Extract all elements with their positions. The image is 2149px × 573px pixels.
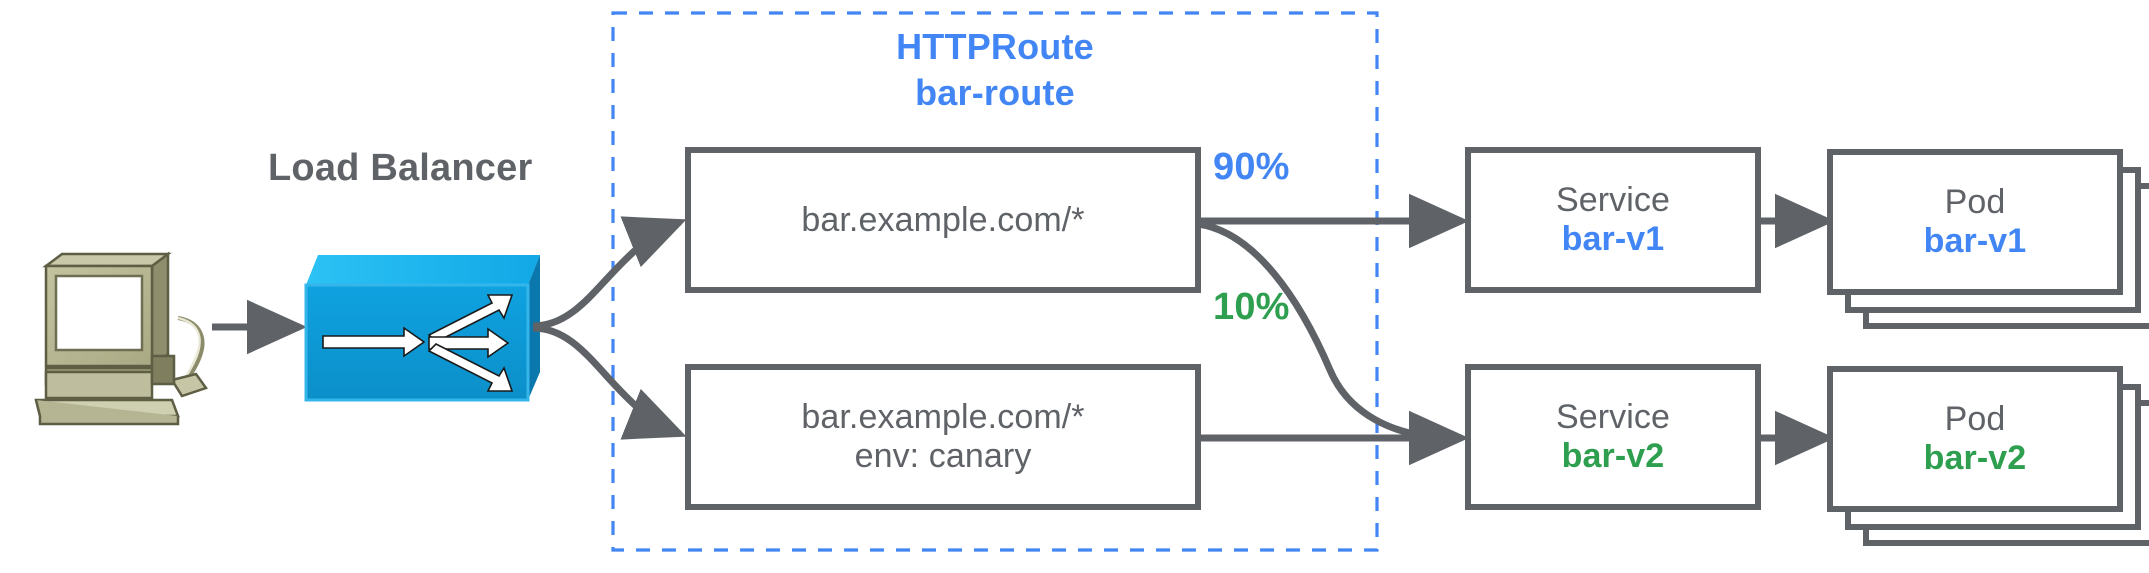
service-bar-v1-box[interactable] xyxy=(1465,147,1761,293)
httproute-name-label: bar-route xyxy=(915,72,1075,113)
load-balancer-label: Load Balancer xyxy=(268,147,533,189)
service-bar-v2-box[interactable] xyxy=(1465,364,1761,510)
edge-rule-to-service-v2-split xyxy=(1197,220,1456,443)
weight-90-label: 90% xyxy=(1213,146,1290,188)
weight-10-label: 10% xyxy=(1213,286,1290,328)
workstation-icon xyxy=(34,251,209,426)
edge-lb-to-rule-primary xyxy=(532,216,687,330)
edge-lb-to-rule-canary xyxy=(532,324,687,440)
pod-bar-v1-stack[interactable] xyxy=(1827,149,2149,329)
load-balancer-switch-icon xyxy=(304,255,540,402)
pod-bar-v2-stack[interactable] xyxy=(1827,366,2149,546)
rule-canary-box[interactable] xyxy=(685,364,1201,510)
rule-primary-box[interactable] xyxy=(685,147,1201,293)
httproute-kind-label: HTTPRoute xyxy=(896,26,1094,67)
